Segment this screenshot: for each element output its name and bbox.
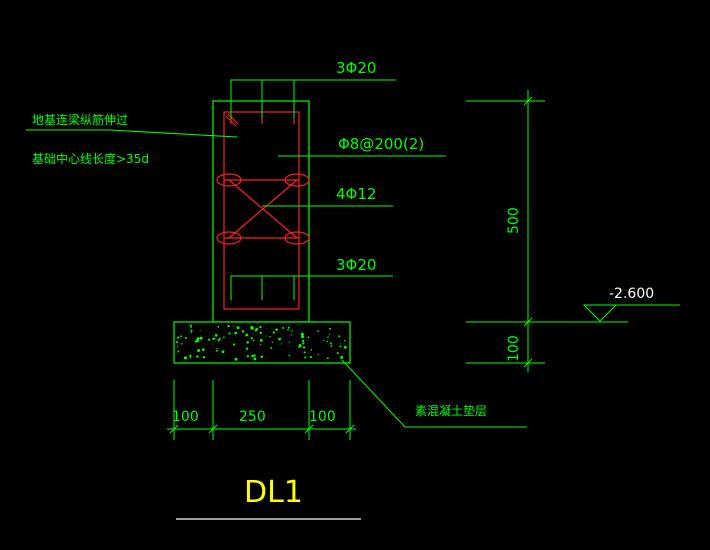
dim-height-label: 500 — [506, 207, 522, 234]
beam-outline — [212, 100, 310, 323]
dim-right-label: 100 — [309, 409, 336, 425]
note-line-1: 地基连梁纵筋伸过 — [32, 112, 128, 127]
horizontal-dimension — [167, 380, 356, 440]
leader-bottom-rebar — [230, 275, 393, 300]
elevation-marker — [582, 304, 680, 322]
waist-rebar — [216, 173, 310, 245]
dim-left-label: 100 — [172, 409, 199, 425]
stirrup-label: Φ8@200(2) — [338, 135, 424, 153]
leader-bedding — [341, 359, 527, 428]
drawing-title: DL1 — [244, 475, 303, 510]
dim-bedding-label: 100 — [506, 335, 522, 362]
leader-note — [26, 129, 238, 138]
elevation-label: -2.600 — [609, 286, 654, 302]
top-rebar-bars — [230, 119, 295, 124]
stirrup-hook — [225, 113, 239, 127]
top-rebar-label: 3Φ20 — [336, 59, 376, 77]
concrete-texture — [176, 324, 347, 361]
bedding-label: 素混凝土垫层 — [415, 403, 487, 418]
note-line-2: 基础中心线长度>35d — [32, 151, 149, 166]
leader-top-rebar — [230, 79, 396, 119]
vertical-dimension — [466, 90, 628, 372]
waist-rebar-label: 4Φ12 — [336, 185, 376, 203]
dim-width-label: 250 — [239, 409, 266, 425]
bottom-rebar-label: 3Φ20 — [336, 256, 376, 274]
